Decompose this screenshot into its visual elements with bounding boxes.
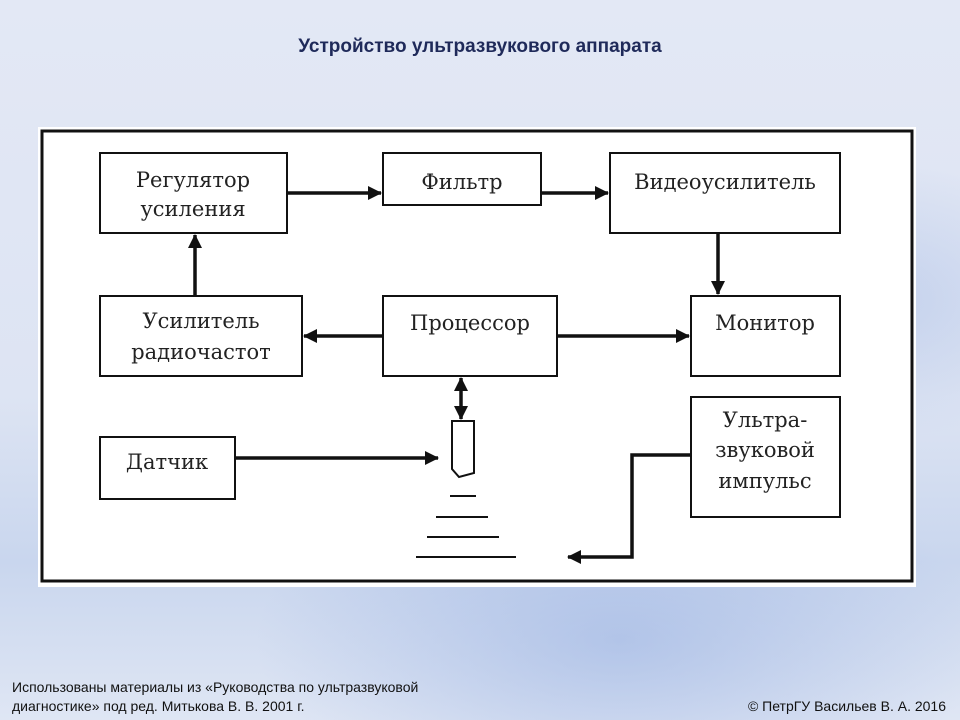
block-monitor: Монитор: [690, 295, 841, 377]
block-rf-amplifier-line1: Усилитель: [142, 309, 259, 333]
block-video-amplifier: Видеоусилитель: [609, 152, 841, 234]
connector-arrows: [188, 186, 725, 564]
block-ultrasound-pulse-line2: звуковой: [715, 438, 815, 462]
block-rf-amplifier: Усилитель радиочастот: [99, 295, 303, 377]
source-note-line2: диагностике» под ред. Митькова В. В. 200…: [12, 698, 305, 714]
source-note-line1: Использованы материалы из «Руководства п…: [12, 679, 419, 695]
block-monitor-label: Монитор: [715, 311, 815, 335]
block-filter: Фильтр: [382, 152, 542, 206]
block-processor: Процессор: [382, 295, 558, 377]
block-diagram: Регулятор усиления Фильтр Видеоусилитель…: [38, 127, 916, 587]
block-gain-regulator-line1: Регулятор: [136, 168, 250, 192]
block-processor-label: Процессор: [410, 311, 530, 335]
block-ultrasound-pulse-line1: Ультра-: [723, 408, 808, 432]
block-filter-label: Фильтр: [421, 170, 502, 194]
source-note: Использованы материалы из «Руководства п…: [12, 678, 532, 716]
ultrasound-wave-lines: [416, 495, 516, 558]
block-ultrasound-pulse-line3: импульс: [718, 469, 811, 493]
block-rf-amplifier-line2: радиочастот: [131, 340, 271, 364]
block-sensor: Датчик: [99, 436, 236, 500]
block-gain-regulator-line2: усиления: [140, 197, 245, 221]
slide-title: Устройство ультразвукового аппарата: [298, 36, 662, 57]
transducer-probe-icon: [451, 420, 475, 479]
block-sensor-label: Датчик: [126, 450, 208, 474]
copyright: © ПетрГУ Васильев В. А. 2016: [747, 698, 946, 714]
block-gain-regulator: Регулятор усиления: [99, 152, 288, 234]
block-ultrasound-pulse: Ультра- звуковой импульс: [690, 396, 841, 518]
block-video-amplifier-label: Видеоусилитель: [634, 170, 816, 194]
diagram-frame: [40, 129, 914, 583]
